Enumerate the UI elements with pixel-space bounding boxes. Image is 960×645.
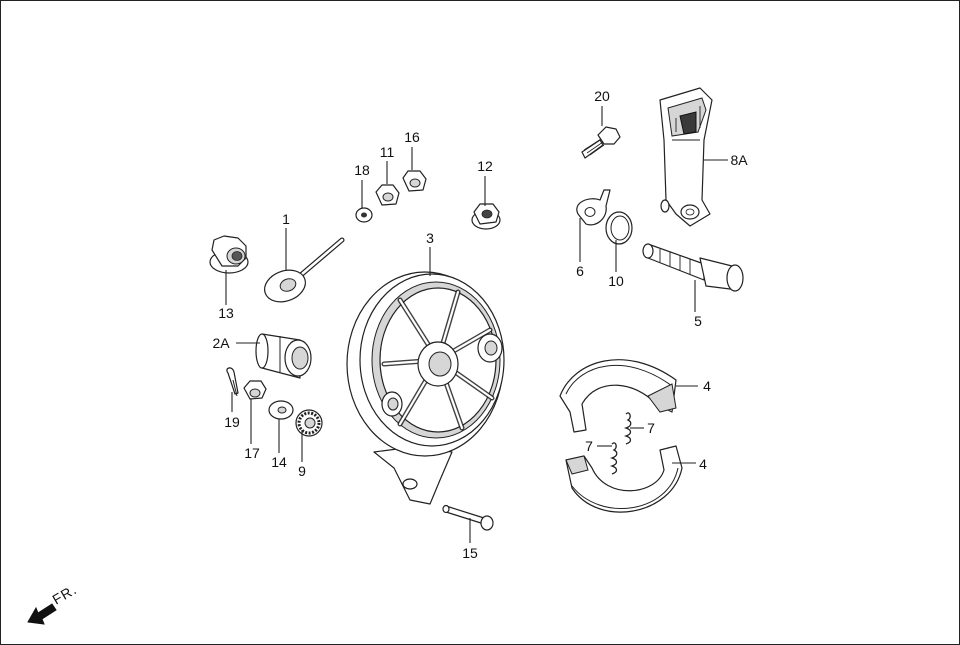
part-3-brake-panel xyxy=(346,271,505,505)
front-direction-indicator: FR. xyxy=(27,581,80,625)
part-11-nut xyxy=(375,184,400,206)
part-9-seal xyxy=(295,409,323,437)
callout-14: 14 xyxy=(271,454,287,470)
part-18-washer xyxy=(355,207,373,223)
callout-15: 15 xyxy=(462,545,478,561)
part-4-brake-shoe-upper xyxy=(559,359,677,433)
part-2a-spacer xyxy=(255,333,312,379)
callout-19: 19 xyxy=(224,414,240,430)
part-7-spring-upper xyxy=(623,412,632,445)
callout-2a: 2A xyxy=(212,335,230,351)
part-13-flange-nut xyxy=(209,235,249,274)
front-arrow-icon xyxy=(27,603,57,625)
leader-lines xyxy=(225,106,728,543)
callout-6: 6 xyxy=(576,263,584,279)
callout-4-upper: 4 xyxy=(703,378,711,394)
callout-11: 11 xyxy=(380,144,395,160)
callout-10: 10 xyxy=(608,273,624,289)
callout-13: 13 xyxy=(218,305,234,321)
front-direction-label: FR. xyxy=(50,581,80,608)
part-16-nut xyxy=(402,170,427,192)
callout-8a: 8A xyxy=(730,152,748,168)
part-8a-brake-arm xyxy=(659,87,713,227)
part-6-plate xyxy=(576,189,611,226)
callout-5: 5 xyxy=(694,313,702,329)
part-7-spring-lower xyxy=(609,442,618,475)
callout-12: 12 xyxy=(477,158,493,174)
part-19-cotter-pin xyxy=(226,367,239,397)
callout-17: 17 xyxy=(244,445,260,461)
callout-20: 20 xyxy=(594,88,610,104)
callout-7-left: 7 xyxy=(585,438,593,454)
part-20-bolt xyxy=(581,126,621,159)
callout-7-right: 7 xyxy=(647,420,655,436)
part-5-brake-cam xyxy=(642,243,744,292)
callout-labels: 1 2A 3 4 4 5 6 7 7 8A 9 10 11 12 13 14 1… xyxy=(212,88,748,561)
part-12-flange-nut xyxy=(471,203,501,230)
part-15-pin xyxy=(442,504,494,531)
part-17-nut xyxy=(243,380,267,400)
part-14-washer xyxy=(268,400,294,420)
callout-18: 18 xyxy=(354,162,370,178)
callout-3: 3 xyxy=(426,230,434,246)
part-1-brake-rod xyxy=(264,237,345,303)
part-4-brake-shoe-lower xyxy=(565,445,683,513)
callout-9: 9 xyxy=(298,463,306,479)
part-10-o-ring xyxy=(605,211,633,245)
callout-4-lower: 4 xyxy=(699,456,707,472)
callout-1: 1 xyxy=(282,211,290,227)
callout-16: 16 xyxy=(404,129,420,145)
